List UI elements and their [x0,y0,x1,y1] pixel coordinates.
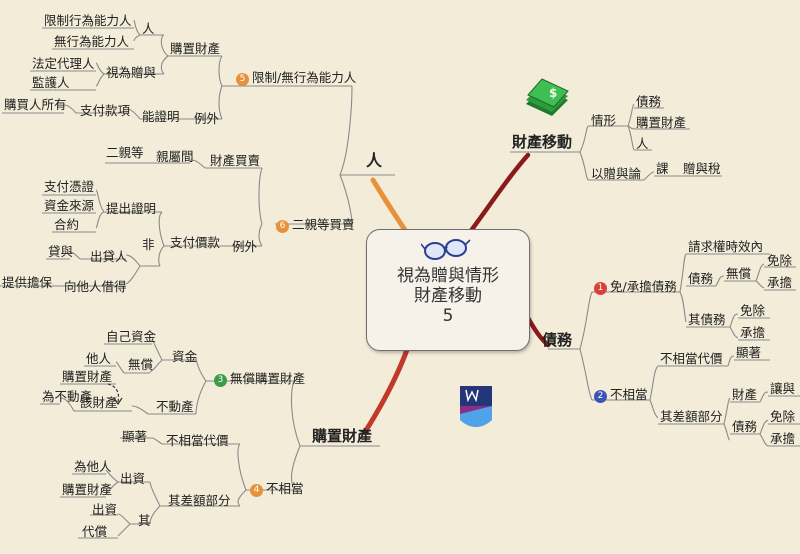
badge-4: 4 [250,484,263,497]
central-line-2: 財產移動 [414,286,482,306]
node-funds[interactable]: 資金 [172,349,198,364]
node-its-debt[interactable]: 其債務 [688,312,726,327]
node-pay-on-behalf[interactable]: 代償 [82,524,108,539]
node-pay-price[interactable]: 支付價款 [170,235,221,250]
node-limited-capacity-label: 限制/無行為能力人 [252,70,357,85]
node-others[interactable]: 他人 [86,351,112,366]
node-property-move[interactable]: 財產移動 [512,133,573,151]
node-levy[interactable]: 課 [656,161,669,176]
node-gratuitous-2[interactable]: 無償 [128,357,154,372]
node-debt-3[interactable]: 債務 [732,419,758,434]
node-purchase-unequal-label: 不相當 [266,481,304,496]
central-line-3: 5 [442,306,454,326]
node-relatives[interactable]: 親屬間 [156,149,194,164]
node-provide-guarantee[interactable]: 提供擔保 [2,275,53,290]
node-provide-proof[interactable]: 提出證明 [106,201,157,216]
node-transfer[interactable]: 讓與 [770,381,796,396]
node-legal-rep[interactable]: 法定代理人 [32,56,95,71]
node-deemed-gift[interactable]: 以贈與論 [591,166,642,181]
node-difference-2[interactable]: 其差額部分 [168,493,231,508]
node-statute-period[interactable]: 請求權時效內 [688,239,764,254]
node-not[interactable]: 非 [142,237,155,252]
node-exception-2[interactable]: 例外 [232,239,258,254]
node-contribute-1[interactable]: 出資 [120,471,146,486]
badge-6: 6 [276,220,289,233]
node-pay-amount[interactable]: 支付款項 [80,103,131,118]
node-property[interactable]: 財產 [732,387,758,402]
node-limited-person[interactable]: 限制行為能力人 [44,13,132,28]
node-assume-1[interactable]: 承擔 [767,275,793,290]
node-person[interactable]: 人 [366,151,383,170]
node-property-trade[interactable]: 財產買賣 [210,153,261,168]
node-waive-1[interactable]: 免除 [767,253,793,268]
node-unequal-price-2[interactable]: 不相當代價 [166,433,229,448]
node-debt-sub[interactable]: 債務 [688,271,714,286]
node-its[interactable]: 其 [138,513,151,528]
node-exception-1[interactable]: 例外 [194,111,220,126]
node-purchase-prop-2[interactable]: 購置財產 [62,369,113,384]
central-line-1: 視為贈與情形 [397,266,499,286]
node-that-property[interactable]: 該財產 [80,395,118,410]
node-significant-2[interactable]: 顯著 [122,429,148,444]
node-contract[interactable]: 合約 [54,217,80,232]
badge-5: 5 [236,73,249,86]
badge-2: 2 [594,390,607,403]
node-purchase-prop-3[interactable]: 購置財產 [62,482,113,497]
glasses-icon [421,239,471,260]
node-borrow-others[interactable]: 向他人借得 [64,279,127,294]
node-debt[interactable]: 債務 [542,331,573,349]
node-purchase-main[interactable]: 購置財產 [312,427,373,445]
svg-text:$: $ [549,86,557,100]
badge-1: 1 [594,282,607,295]
node-tr-debt[interactable]: 債務 [636,94,662,109]
money-icon: $ [526,78,569,116]
node-lend[interactable]: 貸與 [48,244,74,259]
node-waive-2[interactable]: 免除 [740,303,766,318]
node-fund-source[interactable]: 資金來源 [44,198,95,213]
logo-icon [460,386,492,427]
node-circumstance[interactable]: 情形 [591,113,617,128]
node-own-funds[interactable]: 自己資金 [106,329,157,344]
node-assume-3[interactable]: 承擔 [770,431,796,446]
node-lender[interactable]: 出貸人 [90,249,128,264]
central-node[interactable]: 視為贈與情形 財產移動 5 [366,229,530,351]
branch-money-line [467,152,531,235]
node-gift-tax[interactable]: 贈與稅 [683,161,721,176]
node-gratuitous[interactable]: 無償 [726,266,752,281]
node-deemed-gift-2[interactable]: 視為贈與 [106,65,157,80]
node-ren[interactable]: 人 [142,21,155,36]
node-second-degree[interactable]: 二親等 [106,145,144,160]
node-unequal-price[interactable]: 不相當代價 [660,351,723,366]
node-payment-voucher[interactable]: 支付憑證 [44,179,95,194]
node-waive-3[interactable]: 免除 [770,409,796,424]
node-waive-assume-label: 免/承擔債務 [610,279,677,294]
node-contribute-2[interactable]: 出資 [92,502,118,517]
node-tr-person[interactable]: 人 [636,136,649,151]
node-debt-unequal-label: 不相當 [610,387,648,402]
node-second-degree-sale-label: 二親等買賣 [292,217,355,232]
node-can-prove[interactable]: 能證明 [142,109,180,124]
node-tr-purchase[interactable]: 購置財產 [636,115,687,130]
node-guardian[interactable]: 監護人 [32,75,70,90]
node-difference[interactable]: 其差額部分 [660,409,723,424]
node-no-capacity-person[interactable]: 無行為能力人 [54,34,130,49]
node-free-purchase-label: 無償購置財產 [230,371,306,386]
node-buyer-owns[interactable]: 購買人所有 [4,97,67,112]
node-purchase-prop[interactable]: 購置財產 [170,41,221,56]
node-real-estate-1[interactable]: 為不動產 [42,389,93,404]
node-real-estate-2[interactable]: 不動產 [156,399,194,414]
branch-person-line [370,177,408,233]
node-for-others[interactable]: 為他人 [74,459,112,474]
branch-purchase-line [362,344,411,435]
node-assume-2[interactable]: 承擔 [740,325,766,340]
node-significant[interactable]: 顯著 [736,345,762,360]
badge-3: 3 [214,374,227,387]
